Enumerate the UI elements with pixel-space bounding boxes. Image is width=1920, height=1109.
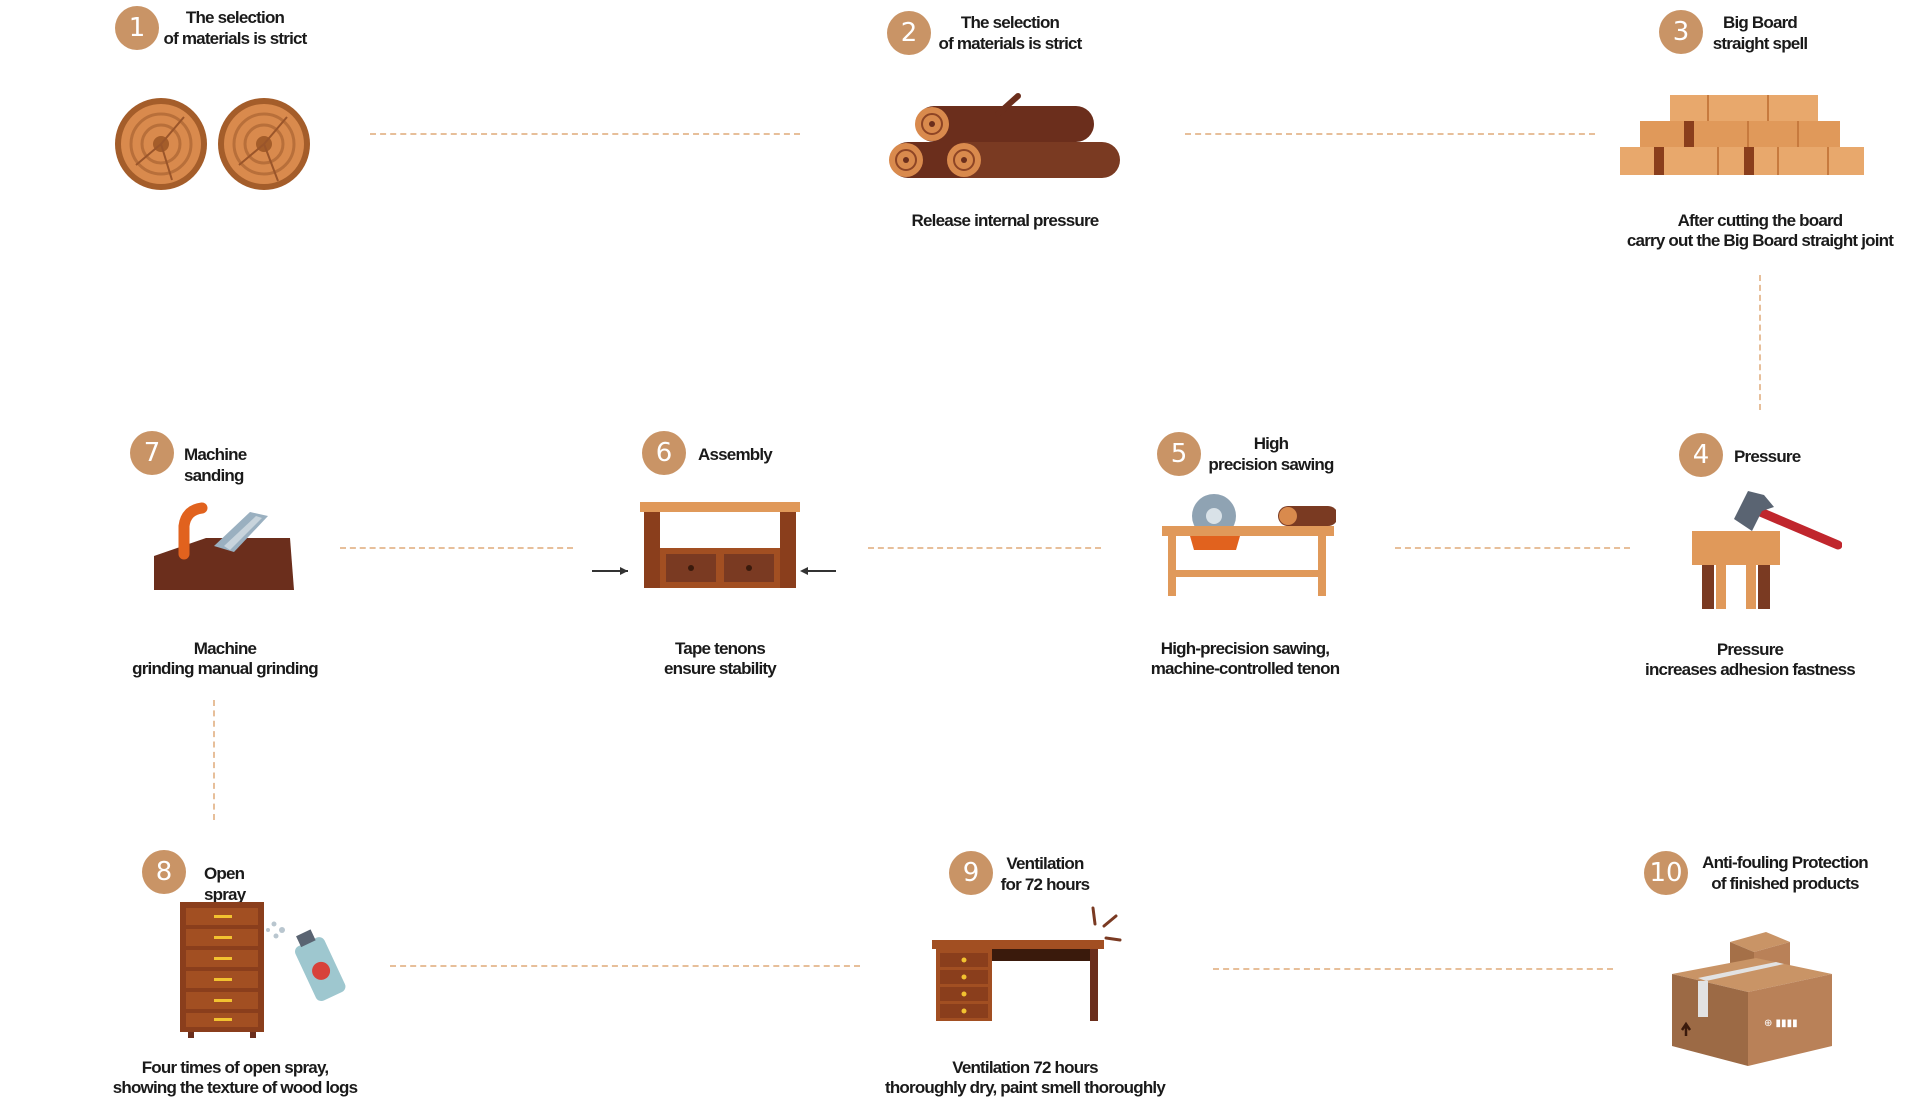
step-number-badge: 7: [130, 431, 174, 475]
step-description: Pressure increases adhesion fastness: [1645, 640, 1856, 679]
step-number-badge: 3: [1659, 10, 1703, 54]
step-number-badge: 9: [949, 851, 993, 895]
step-description: Machine grinding manual grinding: [132, 639, 319, 678]
step-title: The selection of materials is strict: [938, 13, 1082, 53]
step-number-badge: 2: [887, 11, 931, 55]
step-number-badge: 1: [115, 6, 159, 50]
step-description: Ventilation 72 hours thoroughly dry, pai…: [884, 1058, 1166, 1097]
step-title: The selection of materials is strict: [163, 8, 307, 48]
step-title: Open spray: [204, 864, 246, 904]
step-description: Four times of open spray, showing the te…: [112, 1058, 358, 1097]
connector-1-2: [370, 133, 800, 135]
connector-2-3: [1185, 133, 1595, 135]
connector-3-4: [1759, 275, 1761, 410]
cardboard-box-icon: ⊕ ▮▮▮▮: [1672, 932, 1832, 1066]
saw-table-icon: [1162, 494, 1336, 596]
log-ends-icon: [115, 98, 310, 190]
connector-9-10: [1213, 968, 1613, 970]
step-title: Pressure: [1734, 447, 1801, 466]
connector-6-7: [340, 547, 573, 549]
step-title: Ventilation for 72 hours: [1000, 854, 1090, 894]
connector-7-8: [213, 700, 215, 820]
step-title: High precision sawing: [1208, 434, 1334, 474]
desk-icon: [932, 906, 1122, 1021]
connector-4-5: [1395, 547, 1630, 549]
box-logo-text: ⊕ ▮▮▮▮: [1764, 1018, 1798, 1029]
step-title: Assembly: [698, 445, 773, 464]
tv-cabinet-icon: [592, 502, 836, 588]
step-description: High-precision sawing, machine-controlle…: [1150, 639, 1340, 678]
step-number-badge: 8: [142, 850, 186, 894]
step-number-badge: 4: [1679, 433, 1723, 477]
step-number-badge: 10: [1644, 851, 1688, 895]
step-number-badge: 6: [642, 431, 686, 475]
connector-5-6: [868, 547, 1101, 549]
step-description: After cutting the board carry out the Bi…: [1626, 211, 1894, 250]
connector-8-9: [390, 965, 860, 967]
step-title: Anti-fouling Protection of finished prod…: [1702, 853, 1869, 893]
step-description: Release internal pressure: [911, 211, 1100, 230]
step-description: Tape tenons ensure stability: [664, 639, 777, 678]
spray-cabinet-icon: [180, 902, 346, 1038]
plank-stack-icon: [1620, 95, 1864, 175]
step-title: Machine sanding: [184, 445, 247, 485]
step-number-badge: 5: [1157, 432, 1201, 476]
step-title: Big Board straight spell: [1712, 13, 1808, 53]
hammer-stool-icon: [1692, 491, 1842, 609]
hand-plane-icon: [154, 502, 294, 590]
log-pile-icon: [889, 93, 1120, 178]
